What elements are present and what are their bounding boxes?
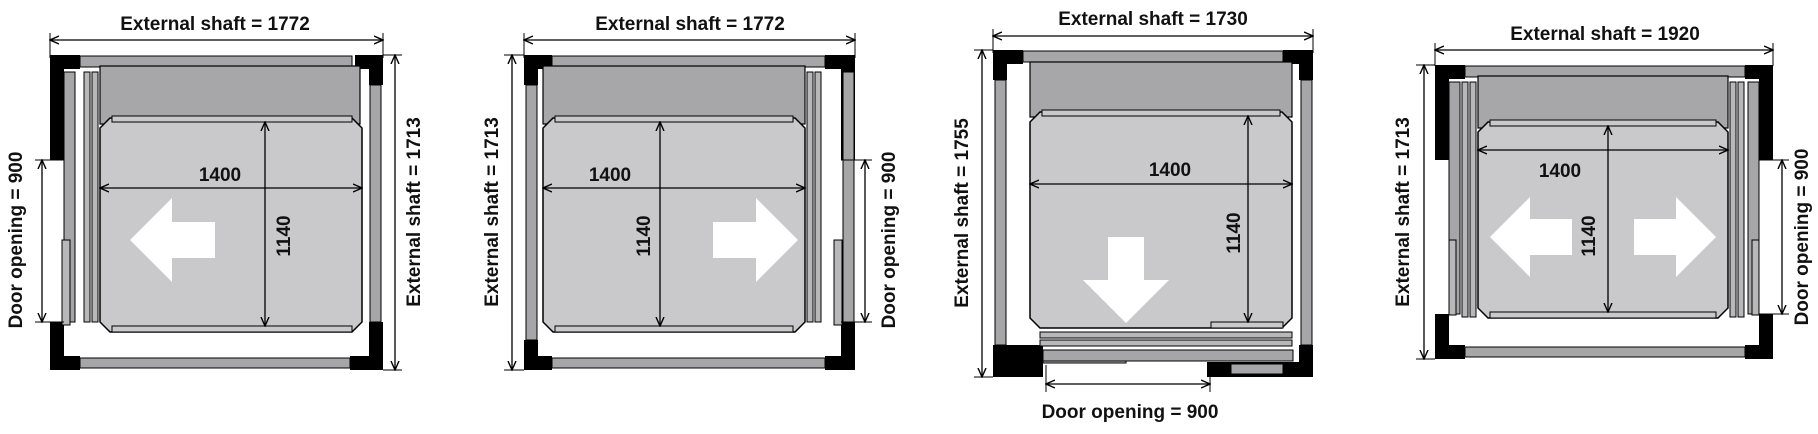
door-opening-label: Door opening = 900 (1042, 402, 1219, 423)
door-opening-label: Door opening = 900 (879, 152, 900, 329)
shaft-panel-top (79, 55, 353, 68)
shaft-wall-bottom-right (1745, 345, 1773, 359)
plan-1: External shaft = 1772 External shaft = 1… (6, 14, 425, 370)
shaft-wall-right-lower (1299, 345, 1313, 377)
direction-arrow-left (1490, 197, 1572, 277)
car-depth-label: 1140 (274, 215, 295, 256)
plan-2: External shaft = 1772 External shaft = 1… (482, 14, 900, 370)
shaft-wall-left-upper (993, 50, 1007, 80)
external-width-label: External shaft = 1920 (1510, 24, 1700, 45)
landing-door-left-outer (1461, 81, 1469, 318)
car-back-wall (99, 65, 361, 125)
car-width-label: 1400 (199, 165, 241, 186)
direction-arrow-down (1083, 237, 1169, 323)
shaft-panel-right (369, 84, 382, 323)
car-rail-top (1489, 119, 1717, 127)
car-rail-top (1041, 109, 1281, 117)
car-width-label: 1400 (1149, 160, 1191, 181)
car-rail-bottom (554, 325, 794, 333)
shaft-panel-top (551, 55, 826, 68)
external-depth-label: External shaft = 1713 (404, 117, 425, 307)
landing-door-right-outer (1737, 81, 1745, 318)
shaft-wall-bottom-left (993, 345, 1043, 377)
car-floor (99, 117, 363, 333)
shaft-wall-bottom-right (825, 356, 855, 370)
car-depth-label: 1140 (1579, 215, 1600, 256)
landing-door-left-inner (1469, 81, 1477, 318)
car-rail-top (554, 115, 794, 123)
direction-arrow-left (130, 198, 215, 282)
shaft-wall-bottom-left (1435, 345, 1465, 359)
external-width-label: External shaft = 1772 (120, 14, 310, 35)
shaft-wall-right-upper (1299, 50, 1313, 80)
external-depth-label: External shaft = 1713 (482, 117, 503, 307)
car-floor (542, 117, 806, 333)
shaft-wall-right-upper (369, 55, 383, 85)
landing-door-panel-outer (1039, 339, 1293, 347)
car-rail-bottom (111, 325, 353, 333)
shaft-panel-top (1464, 65, 1746, 78)
car-width-label: 1400 (1539, 161, 1581, 182)
shaft-panel-bottom (1230, 363, 1284, 375)
shaft-panel-right (1300, 79, 1313, 346)
car-depth-label: 1140 (1224, 212, 1245, 253)
landing-door-panel-inner (806, 71, 814, 323)
shaft-panel-bottom (79, 357, 351, 369)
external-depth-label: External shaft = 1713 (1393, 117, 1414, 307)
shaft-wall-right-upper (1759, 65, 1773, 160)
landing-door-panel-inner (91, 71, 99, 323)
shaft-panel-top (1022, 50, 1284, 63)
shaft-wall-bottom-left (50, 356, 80, 370)
car-door-sill (1210, 321, 1284, 329)
shaft-wall-left-upper (1435, 65, 1449, 160)
external-width-label: External shaft = 1730 (1058, 9, 1248, 30)
shaft-panel-bottom (1464, 346, 1746, 358)
landing-door-right-inner (1729, 81, 1737, 318)
direction-arrow-right (713, 198, 798, 282)
shaft-wall-bottom-right (350, 356, 383, 370)
external-width-label: External shaft = 1772 (595, 14, 785, 35)
plan-4: External shaft = 1920 External shaft = 1… (1393, 24, 1813, 359)
door-panel-side (833, 239, 843, 326)
door-panel-side-right (1751, 239, 1760, 316)
shaft-panel-left (525, 84, 538, 341)
door-opening-label: Door opening = 900 (1792, 149, 1813, 326)
shaft-panel-right (842, 71, 855, 323)
car-floor (1477, 121, 1729, 319)
car-depth-label: 1140 (634, 215, 655, 256)
shaft-wall-left-upper (50, 55, 64, 160)
landing-door-panel-inner (1039, 331, 1293, 339)
door-panel-side-left (1448, 239, 1457, 316)
external-depth-label: External shaft = 1755 (952, 118, 973, 308)
car-floor (1029, 111, 1293, 329)
car-back-wall (1029, 61, 1293, 118)
sill-panel (1042, 349, 1294, 362)
landing-door-panel-outer (83, 71, 91, 323)
shaft-wall-left-upper (524, 55, 538, 85)
car-rail-top (111, 115, 353, 123)
shaft-wall-bottom-left (524, 356, 552, 370)
car-width-label: 1400 (589, 165, 631, 186)
shaft-panel-left (994, 79, 1007, 346)
landing-door-panel-outer (814, 71, 822, 323)
car-back-wall (542, 65, 806, 125)
car-rail-bottom (1489, 311, 1717, 319)
door-opening-label: Door opening = 900 (6, 152, 27, 329)
car-back-wall (1477, 75, 1729, 129)
direction-arrow-right (1634, 197, 1716, 277)
shaft-panel-bottom (551, 357, 826, 369)
door-panel-side (61, 239, 71, 326)
plan-3: External shaft = 1730 External shaft = 1… (952, 9, 1313, 423)
